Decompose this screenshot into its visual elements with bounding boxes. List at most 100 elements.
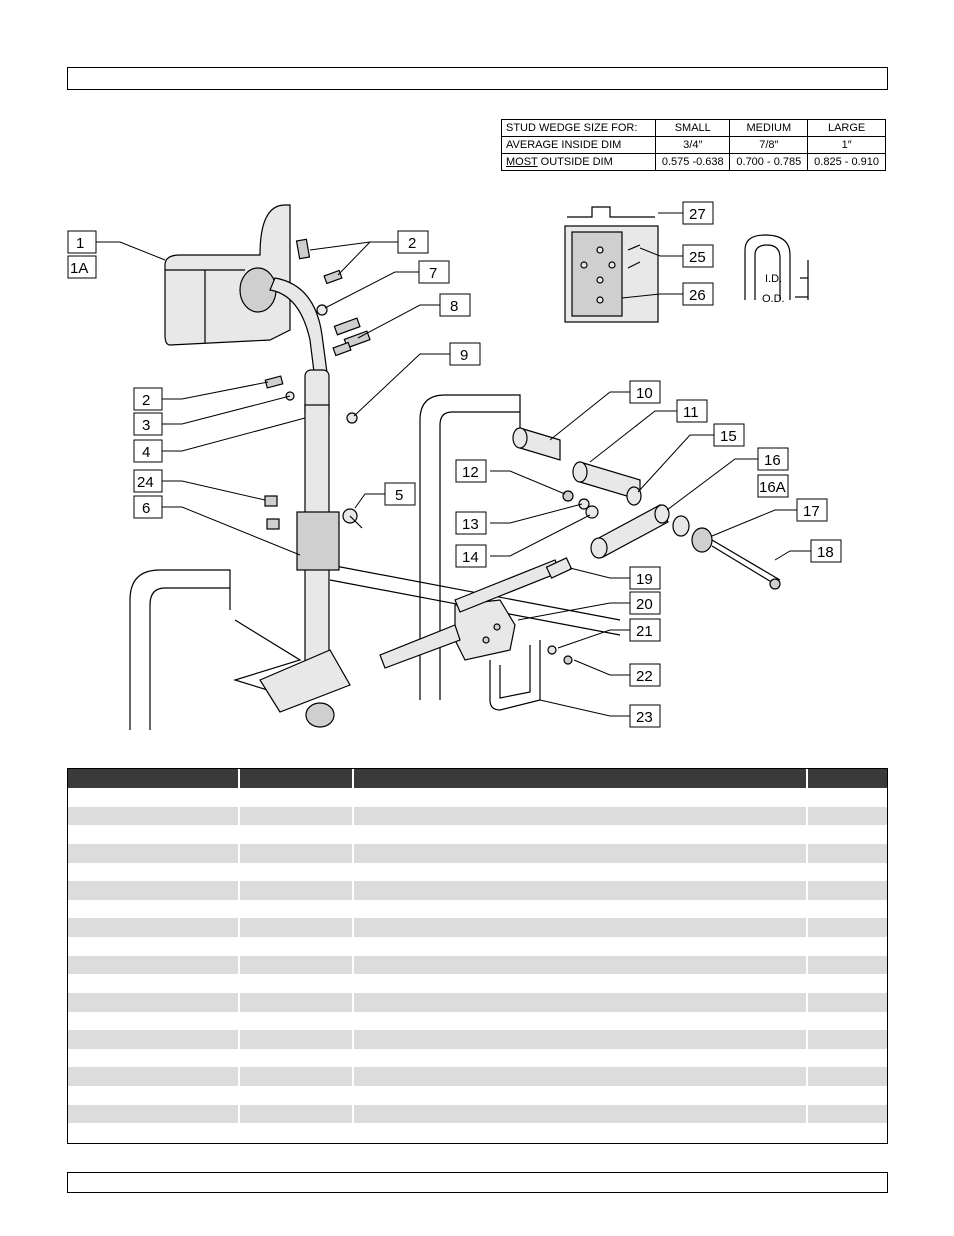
callout-13: 13 — [455, 511, 487, 535]
mounting-plate-inset-drawing — [564, 206, 659, 323]
callout-18: 18 — [810, 539, 842, 563]
wedge-row-label-emphasis: MOST — [506, 156, 538, 168]
svg-text:2: 2 — [142, 392, 150, 409]
svg-text:5: 5 — [395, 487, 403, 504]
callout-22: 22 — [629, 663, 661, 687]
svg-text:8: 8 — [450, 298, 458, 315]
callout-9: 9 — [449, 342, 481, 366]
wedge-table-row-inside: AVERAGE INSIDE DIM 3/4″ 7/8″ 1″ — [500, 136, 886, 154]
svg-text:16: 16 — [764, 452, 781, 469]
svg-text:9: 9 — [460, 347, 468, 364]
wedge-cell: 3/4″ — [655, 136, 731, 154]
outside-diameter-label: O.D. — [762, 293, 785, 305]
callout-12: 12 — [455, 459, 487, 483]
wedge-row-label: AVERAGE INSIDE DIM — [500, 136, 657, 154]
parts-list-table — [67, 768, 888, 1144]
callout-17: 17 — [796, 498, 828, 522]
callout-3: 3 — [133, 412, 163, 436]
table-row — [68, 1086, 887, 1105]
svg-text:15: 15 — [720, 428, 737, 445]
svg-text:1A: 1A — [70, 260, 88, 277]
svg-text:24: 24 — [137, 474, 154, 491]
table-row — [68, 1104, 887, 1124]
footer-bar — [67, 1172, 888, 1193]
clamp-actuator-drawing — [259, 557, 781, 728]
parts-table-header — [68, 769, 887, 788]
callout-2-left: 2 — [133, 387, 163, 411]
wedge-table-header-row: STUD WEDGE SIZE FOR: SMALL MEDIUM LARGE — [500, 119, 886, 137]
callout-11: 11 — [676, 399, 708, 423]
inside-diameter-label: I.D. — [765, 273, 782, 285]
side-tube-assembly-drawing — [512, 427, 781, 587]
svg-text:2: 2 — [408, 235, 416, 252]
callout-7: 7 — [418, 260, 450, 284]
wedge-cell: 0.700 - 0.785 — [729, 153, 809, 171]
wedge-row-label-rest: OUTSIDE DIM — [537, 156, 613, 168]
table-row — [68, 1049, 887, 1068]
stud-wedge-table: STUD WEDGE SIZE FOR: SMALL MEDIUM LARGE … — [500, 119, 886, 171]
callout-16a: 16A — [757, 474, 789, 498]
callout-19: 19 — [629, 566, 661, 590]
wedge-row-label: MOST OUTSIDE DIM — [500, 153, 657, 171]
callout-6: 6 — [133, 495, 163, 519]
svg-text:18: 18 — [817, 544, 834, 561]
svg-text:7: 7 — [429, 265, 437, 282]
wedge-table-row-outside: MOST OUTSIDE DIM 0.575 -0.638 0.700 - 0.… — [500, 153, 886, 171]
callout-21: 21 — [629, 618, 661, 642]
svg-text:3: 3 — [142, 417, 150, 434]
wedge-cell: 7/8″ — [729, 136, 809, 154]
wedge-cell: 1″ — [807, 136, 886, 154]
svg-text:20: 20 — [636, 596, 653, 613]
svg-text:1: 1 — [76, 235, 84, 252]
svg-text:21: 21 — [636, 623, 653, 640]
headrest-pad-drawing — [164, 204, 291, 346]
wedge-header-small: SMALL — [655, 119, 731, 137]
table-row — [68, 843, 887, 863]
callout-1a: 1A — [67, 255, 97, 279]
svg-text:22: 22 — [636, 668, 653, 685]
callout-26: 26 — [682, 282, 714, 306]
callout-15: 15 — [713, 423, 745, 447]
wedge-header-medium: MEDIUM — [729, 119, 809, 137]
exploded-parts-diagram: I.D. O.D. 1 1A 2 7 8 9 — [67, 201, 842, 730]
table-row — [68, 788, 887, 807]
callout-24: 24 — [133, 469, 163, 493]
callout-16: 16 — [757, 447, 789, 471]
table-row — [68, 992, 887, 1012]
table-row — [68, 806, 887, 826]
callout-1: 1 — [67, 230, 97, 254]
svg-text:14: 14 — [462, 549, 479, 566]
svg-text:25: 25 — [689, 249, 706, 266]
table-row — [68, 955, 887, 975]
wedge-header-large: LARGE — [807, 119, 886, 137]
leader-lines — [96, 212, 811, 717]
callout-25: 25 — [682, 244, 714, 268]
svg-text:17: 17 — [803, 503, 820, 520]
table-row — [68, 825, 887, 844]
table-row — [68, 937, 887, 956]
callout-10: 10 — [629, 380, 661, 404]
svg-text:23: 23 — [636, 709, 653, 726]
svg-text:16A: 16A — [759, 479, 786, 496]
callout-5: 5 — [384, 482, 416, 506]
callout-23: 23 — [629, 704, 661, 728]
table-row — [68, 918, 887, 937]
callout-4: 4 — [133, 439, 163, 463]
callout-20: 20 — [629, 591, 661, 615]
wedge-header-label: STUD WEDGE SIZE FOR: — [500, 119, 657, 137]
table-row — [68, 863, 887, 882]
headrest-mount-drawing — [269, 277, 363, 666]
wedge-cell: 0.575 -0.638 — [655, 153, 731, 171]
callout-2-top: 2 — [397, 230, 429, 254]
svg-text:6: 6 — [142, 500, 150, 517]
table-row — [68, 1012, 887, 1031]
svg-text:26: 26 — [689, 287, 706, 304]
callout-8: 8 — [439, 293, 471, 317]
table-row — [68, 1123, 887, 1142]
callout-14: 14 — [455, 544, 487, 568]
wedge-cell: 0.825 - 0.910 — [807, 153, 886, 171]
callout-27: 27 — [682, 201, 714, 225]
svg-text:11: 11 — [683, 404, 699, 421]
svg-text:19: 19 — [636, 571, 653, 588]
table-row — [68, 1067, 887, 1086]
